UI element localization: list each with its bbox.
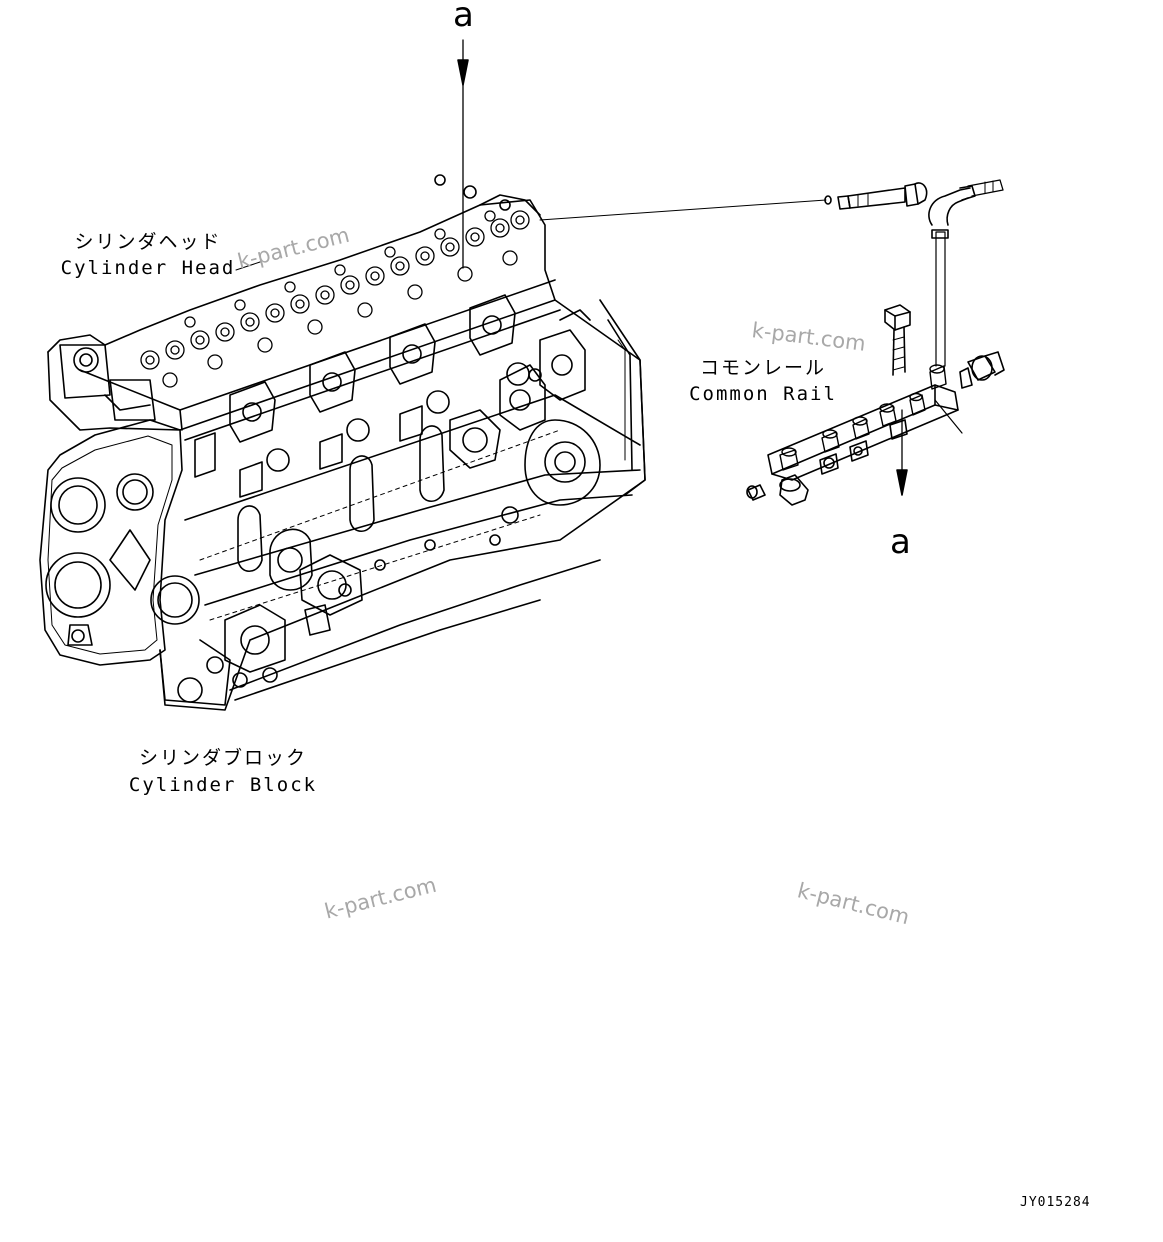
drawing-code: JY015284 <box>1020 1195 1091 1210</box>
reference-mark-bottom: a <box>890 522 911 562</box>
cylinder-head-label-jp: シリンダヘッド <box>74 231 222 253</box>
common-rail-label-jp: コモンレール <box>699 357 826 379</box>
cylinder-head-label-en: Cylinder Head <box>60 257 236 279</box>
engine-block <box>39 174 646 711</box>
cylinder-block-label-en: Cylinder Block <box>128 774 318 796</box>
common-rail-assembly <box>539 179 1005 506</box>
head-leader <box>235 261 261 271</box>
reference-arrow-top <box>457 39 469 269</box>
reference-arrow-bottom <box>896 409 908 496</box>
reference-mark-top: a <box>453 0 474 35</box>
common-rail-label-en: Common Rail <box>689 383 837 405</box>
cylinder-block-label-jp: シリンダブロック <box>138 747 307 769</box>
